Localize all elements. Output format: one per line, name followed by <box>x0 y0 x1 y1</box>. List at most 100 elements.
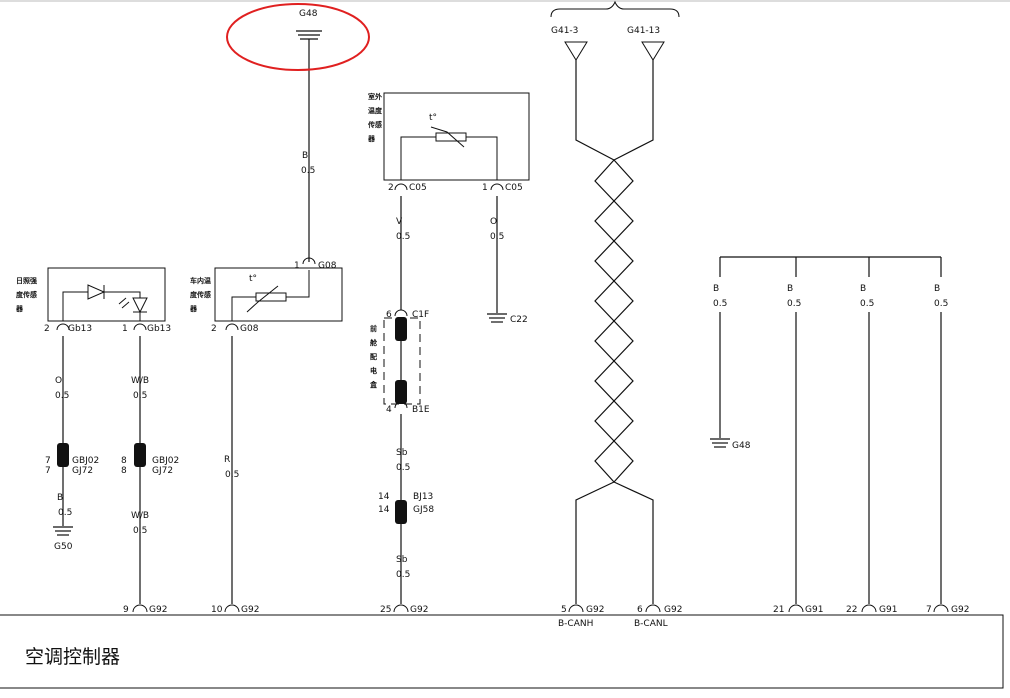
svg-text:GJ72: GJ72 <box>72 466 93 476</box>
can-bus-pair: G41-3 G41-13 <box>550 0 680 604</box>
svg-text:10: 10 <box>211 605 223 615</box>
wire-sunlight-left: O 0.5 7 GBJ02 7 GJ72 B 0.5 G50 <box>45 336 99 552</box>
controller-pin-5: 5 G92 B-CANH <box>558 604 604 629</box>
diode-icon <box>87 284 106 300</box>
svg-text:GJ58: GJ58 <box>413 505 434 515</box>
svg-text:0.5: 0.5 <box>396 570 410 580</box>
svg-text:6: 6 <box>386 310 392 320</box>
svg-text:G91: G91 <box>879 605 897 615</box>
svg-text:C1F: C1F <box>412 310 429 320</box>
svg-text:0.5: 0.5 <box>55 391 69 401</box>
svg-text:0.5: 0.5 <box>58 508 72 518</box>
wire-o-outdoor: O 0.5 C22 <box>487 196 528 325</box>
svg-text:G08: G08 <box>318 261 337 271</box>
svg-text:8: 8 <box>121 466 127 476</box>
svg-text:B: B <box>57 493 63 503</box>
wire-sunlight-right: W/B 0.5 8 GBJ02 8 GJ72 W/B 0.5 <box>121 336 179 604</box>
svg-text:G92: G92 <box>241 605 259 615</box>
svg-text:0.5: 0.5 <box>301 166 315 176</box>
controller-pin-9: 9 G92 <box>123 604 167 615</box>
svg-text:度传感: 度传感 <box>190 290 211 299</box>
outdoor-temp-sensor: 室外 温度 传感 器 t° 2 C05 1 C05 <box>367 92 530 193</box>
svg-text:温度: 温度 <box>368 106 383 115</box>
svg-text:G92: G92 <box>149 605 167 615</box>
wire-r: R 0.5 <box>224 336 239 604</box>
photodiode-icon <box>132 297 148 314</box>
ground-bus-right: B 0.5 B 0.5 B 0.5 B 0.5 G48 <box>710 256 948 604</box>
svg-text:0.5: 0.5 <box>133 391 147 401</box>
svg-text:G48: G48 <box>299 9 318 19</box>
svg-text:B: B <box>860 284 866 294</box>
svg-text:B-CANL: B-CANL <box>634 619 668 629</box>
controller-pin-25: 25 G92 <box>380 604 428 615</box>
svg-text:G92: G92 <box>586 605 604 615</box>
wire-v: V 0.5 <box>396 196 410 310</box>
sunlight-sensor: 日照强 度传感 器 2 Gb13 1 Gb13 <box>15 267 171 334</box>
svg-text:Gb13: Gb13 <box>147 324 171 334</box>
svg-text:V: V <box>396 217 403 227</box>
svg-text:盒: 盒 <box>369 380 378 389</box>
svg-text:B: B <box>934 284 940 294</box>
svg-text:日照强: 日照强 <box>16 276 37 285</box>
svg-text:8: 8 <box>121 456 127 466</box>
wire-b-top: B 0.5 <box>301 151 315 176</box>
svg-text:9: 9 <box>123 605 129 615</box>
svg-text:B: B <box>302 151 308 161</box>
svg-text:Sb: Sb <box>396 448 408 458</box>
svg-text:器: 器 <box>189 304 198 313</box>
svg-text:传感: 传感 <box>367 120 382 129</box>
svg-text:B1E: B1E <box>412 405 430 415</box>
controller-pin-21: 21 G91 <box>773 604 823 615</box>
svg-text:14: 14 <box>378 492 390 502</box>
svg-text:2: 2 <box>44 324 50 334</box>
highlight-circle <box>226 3 370 71</box>
svg-text:室外: 室外 <box>368 92 382 101</box>
svg-text:G92: G92 <box>410 605 428 615</box>
svg-text:R: R <box>224 455 230 465</box>
controller-label: 空调控制器 <box>25 646 120 668</box>
connector-g41-3-icon <box>564 41 588 61</box>
svg-text:0.5: 0.5 <box>934 299 948 309</box>
svg-text:G41-3: G41-3 <box>551 26 578 36</box>
svg-text:0.5: 0.5 <box>396 232 410 242</box>
svg-text:0.5: 0.5 <box>133 526 147 536</box>
svg-text:1: 1 <box>122 324 128 334</box>
svg-text:G92: G92 <box>664 605 682 615</box>
svg-text:t°: t° <box>429 113 437 123</box>
svg-text:O: O <box>490 217 497 227</box>
svg-text:7: 7 <box>926 605 932 615</box>
ground-g48-top: G48 <box>296 9 322 262</box>
ac-controller: 空调控制器 <box>0 614 1004 689</box>
svg-text:GBJ02: GBJ02 <box>72 456 99 466</box>
controller-pin-6: 6 G92 B-CANL <box>634 604 682 629</box>
svg-text:Sb: Sb <box>396 555 408 565</box>
svg-text:电: 电 <box>370 366 377 375</box>
svg-text:21: 21 <box>773 605 784 615</box>
svg-text:0.5: 0.5 <box>860 299 874 309</box>
connector-g41-13-icon <box>641 41 665 61</box>
incar-temp-sensor: 车内温 度传感 器 1 G08 t° 2 G08 <box>189 257 343 334</box>
svg-text:0.5: 0.5 <box>396 463 410 473</box>
svg-text:5: 5 <box>561 605 567 615</box>
svg-text:前: 前 <box>370 324 377 333</box>
svg-text:GJ72: GJ72 <box>152 466 173 476</box>
svg-text:B: B <box>713 284 719 294</box>
svg-text:O: O <box>55 376 62 386</box>
svg-text:7: 7 <box>45 466 51 476</box>
svg-text:B: B <box>787 284 793 294</box>
outdoor-thermistor-icon <box>435 132 467 142</box>
svg-text:0.5: 0.5 <box>787 299 801 309</box>
svg-text:1: 1 <box>482 183 488 193</box>
svg-text:W/B: W/B <box>131 376 149 386</box>
svg-text:25: 25 <box>380 605 391 615</box>
svg-text:车内温: 车内温 <box>190 276 211 285</box>
svg-text:0.5: 0.5 <box>225 470 239 480</box>
svg-text:G50: G50 <box>54 542 73 552</box>
svg-text:GBJ02: GBJ02 <box>152 456 179 466</box>
svg-text:C05: C05 <box>409 183 427 193</box>
svg-text:度传感: 度传感 <box>16 290 37 299</box>
svg-text:舱: 舱 <box>370 338 378 347</box>
svg-text:14: 14 <box>378 505 390 515</box>
controller-pin-10: 10 G92 <box>211 604 259 615</box>
